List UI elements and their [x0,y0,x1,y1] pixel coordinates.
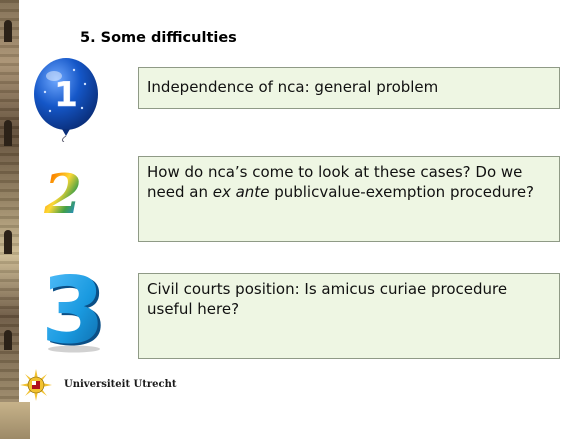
balloon-number-one-icon: 1 [34,58,98,142]
difficulty-box-2: How do nca’s come to look at these cases… [138,156,560,242]
building-photo-strip [0,0,19,439]
slide-title: 5. Some difficulties [80,30,237,46]
logo-text: Universiteit Utrecht [64,379,177,390]
difficulty-text-2b: publicvalue-exemption procedure? [269,183,535,201]
difficulty-box-3: Civil courts position: Is amicus curiae … [138,273,560,359]
difficulty-text-1: Independence of nca: general problem [147,78,439,96]
university-logo: Universiteit Utrecht [16,368,196,402]
blue-3d-number-three-icon: 3 3 [41,264,108,354]
difficulty-text-3: Civil courts position: Is amicus curiae … [147,280,508,318]
balloon-number: 1 [54,75,78,115]
difficulty-box-1: Independence of nca: general problem [138,67,560,109]
three-shadow: 3 [44,264,108,354]
difficulty-text-2a: How do nca’s come to look at these cases… [147,163,523,201]
building-photo-bottom [0,402,30,439]
sun-seal-icon [20,369,52,401]
rainbow-number-two-icon: 2 [43,165,82,223]
rainbow-number: 2 [43,165,82,223]
difficulty-text-2-italic: ex ante [212,183,270,201]
three-number: 3 [41,264,105,354]
